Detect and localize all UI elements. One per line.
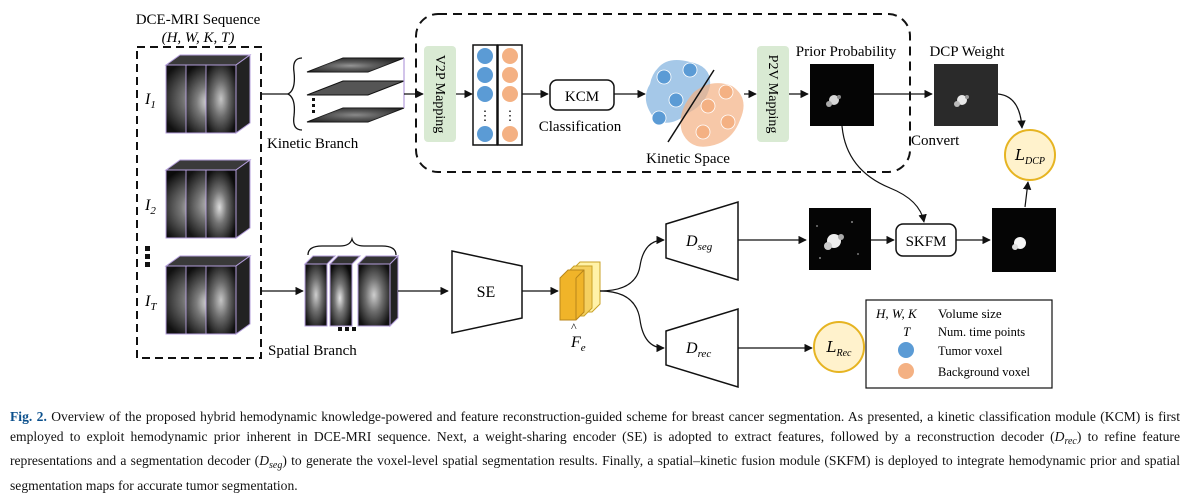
sequence-dims: (H, W, K, T) — [162, 30, 235, 46]
spatial-brace — [307, 236, 397, 256]
arrow-final-to-loss — [1022, 181, 1032, 208]
final-segmentation-map — [992, 208, 1056, 272]
kcm-box — [549, 79, 615, 111]
p2v-mapping-label: P2V Mapping — [765, 55, 780, 134]
voxel-columns: ⋮ ⋮ — [472, 44, 523, 146]
framework-diagram: DCE-MRI Sequence (H, W, K, T) — [136, 12, 1056, 389]
caption-dseg-sub: seg — [269, 460, 283, 471]
caption-text-3: ) to generate the voxel-level spatial se… — [10, 453, 1180, 493]
feature-label: Fe — [570, 334, 586, 354]
kinetic-space — [645, 60, 744, 147]
feature-hat: ^ — [571, 320, 577, 334]
se-label: SE — [477, 284, 496, 301]
reconstruction-decoder — [665, 307, 739, 389]
tumor-voxel — [477, 86, 493, 102]
prior-probability-label: Prior Probability — [796, 44, 897, 60]
spatial-branch-label: Spatial Branch — [268, 343, 357, 359]
drec-label: Drec — [685, 340, 711, 360]
dcp-weight-label: DCP Weight — [929, 44, 1005, 60]
feature-stack — [559, 261, 601, 321]
background-voxel — [502, 48, 518, 64]
legend-background-swatch — [898, 363, 914, 379]
input-volume-2 — [164, 159, 252, 239]
prior-probability-map — [810, 64, 874, 126]
tumor-voxel — [682, 62, 698, 78]
legend-label-background: Background voxel — [938, 365, 1031, 379]
v2p-mapping-label: V2P Mapping — [432, 55, 447, 133]
caption-dseg: D — [259, 453, 270, 468]
input-label-2: I2 — [144, 197, 156, 217]
convert-label: Convert — [911, 133, 960, 149]
loss-rec-label: LRec — [826, 338, 853, 359]
input-volume-t — [164, 255, 252, 335]
background-voxel — [695, 124, 711, 140]
tumor-voxel — [668, 92, 684, 108]
input-volume-1 — [164, 54, 252, 134]
loss-dcp — [1004, 129, 1056, 181]
p2v-mapping-box — [757, 46, 789, 142]
arrow-prior-to-skfm — [841, 125, 927, 223]
legend-label-volume: Volume size — [938, 306, 1002, 321]
legend-tumor-swatch — [898, 342, 914, 358]
segmentation-decoder — [665, 200, 739, 282]
legend-label-time: Num. time points — [938, 325, 1025, 339]
background-voxel — [502, 86, 518, 102]
legend-key-volume: H, W, K — [875, 306, 918, 321]
loss-dcp-label: LDCP — [1014, 146, 1045, 167]
caption-text-2: ) to refine feature representations and … — [10, 428, 1180, 469]
tumor-voxel — [656, 69, 672, 85]
kinetic-brace — [286, 57, 303, 131]
svg-text:⋮: ⋮ — [504, 108, 517, 123]
spatial-slices — [303, 254, 400, 331]
input-sequence-box — [136, 46, 262, 359]
svg-text:⋮: ⋮ — [479, 108, 492, 123]
arrow-feature-to-drec — [599, 290, 665, 353]
caption-drec-sub: rec — [1064, 435, 1077, 447]
skfm-label: SKFM — [906, 234, 947, 250]
sequence-title: DCE-MRI Sequence — [136, 12, 261, 28]
vertical-ellipsis — [145, 246, 150, 267]
caption-label: Fig. 2. — [10, 409, 47, 424]
kinetic-branch-label: Kinetic Branch — [267, 136, 359, 152]
spatial-segmentation-map — [809, 208, 871, 270]
arrow-dcp-to-loss — [997, 93, 1026, 129]
tumor-voxel — [651, 110, 667, 126]
legend: H, W, K Volume size T Num. time points T… — [865, 299, 1053, 389]
dseg-label: Dseg — [685, 233, 713, 253]
background-voxel — [718, 84, 734, 100]
arrow-feature-to-dseg — [599, 235, 665, 292]
dcp-weight-map — [934, 64, 998, 126]
legend-key-time: T — [903, 324, 911, 339]
legend-label-tumor: Tumor voxel — [938, 344, 1003, 358]
input-label-1: I1 — [144, 91, 156, 111]
background-voxel — [502, 126, 518, 142]
caption-drec: D — [1054, 428, 1065, 444]
v2p-mapping-box — [424, 46, 456, 142]
shared-encoder — [451, 250, 523, 334]
caption-text-1: Overview of the proposed hybrid hemodyna… — [10, 409, 1180, 444]
tumor-voxel — [477, 126, 493, 142]
background-voxel — [502, 67, 518, 83]
kcm-label: KCM — [565, 89, 599, 105]
kcm-region — [415, 13, 911, 173]
background-voxel — [700, 98, 716, 114]
kinetic-slices — [306, 57, 405, 123]
loss-rec — [813, 321, 865, 373]
tumor-voxel — [477, 67, 493, 83]
kinetic-space-label: Kinetic Space — [646, 151, 730, 167]
background-voxel — [720, 114, 736, 130]
input-label-t: IT — [144, 293, 157, 313]
tumor-voxel — [477, 48, 493, 64]
figure-caption: Fig. 2. Overview of the proposed hybrid … — [10, 407, 1180, 495]
classification-label: Classification — [539, 119, 622, 135]
